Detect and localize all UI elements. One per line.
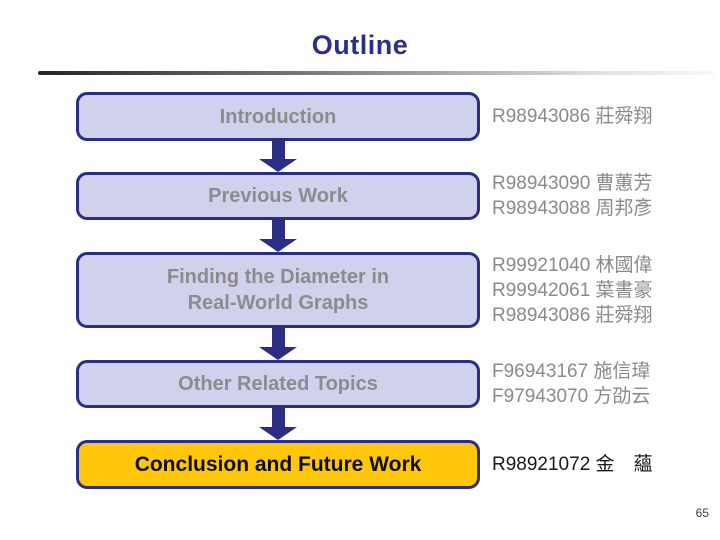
down-arrow-icon [259,220,297,252]
flow-box-introduction: Introduction [76,92,480,141]
member-id: R98943086 莊舜翔 [492,305,653,326]
arrow-stem [271,328,285,347]
arrow-stem [271,408,285,427]
member-ids-other-related-topics: F96943167 施信瑋 F97943070 方劭云 [492,359,650,409]
member-ids-conclusion: R98921072 金 蘊 [492,452,653,477]
member-id: F96943167 施信瑋 [492,361,651,382]
member-ids-previous-work: R98943090 曹蕙芳 R98943088 周邦彥 [492,171,653,221]
member-id: R99942061 葉書豪 [492,280,653,301]
flow-box-label: Introduction [219,105,337,128]
member-id: R98943090 曹蕙芳 [492,173,653,194]
member-ids-introduction: R98943086 莊舜翔 [492,104,653,129]
arrow-stem [271,220,285,239]
member-id: R98921072 金 蘊 [492,454,653,475]
flow-box-other-related-topics: Other Related Topics [76,360,480,408]
flow-box-label: Finding the Diameter in Real-World Graph… [166,266,390,314]
member-id: R98943088 周邦彥 [492,198,653,219]
flow-box-finding-diameter: Finding the Diameter in Real-World Graph… [76,252,480,328]
down-arrow-icon [259,408,297,440]
flow-box-label: Other Related Topics [178,373,378,395]
flow-box-conclusion: Conclusion and Future Work [76,440,480,489]
down-arrow-icon [259,141,297,172]
title-underline-rule [38,71,714,75]
member-ids-finding-diameter: R99921040 林國偉 R99942061 葉書豪 R98943086 莊舜… [492,253,653,328]
arrow-head [259,159,297,172]
arrow-head [259,427,297,440]
member-id: R98943086 莊舜翔 [492,106,653,127]
member-id: F97943070 方劭云 [492,386,651,407]
slide-title: Outline [311,30,409,60]
down-arrow-icon [259,328,297,360]
flow-box-label: Conclusion and Future Work [134,452,422,476]
arrow-head [259,239,297,252]
page-number: 65 [695,506,709,520]
flow-box-label: Previous Work [208,185,348,207]
arrow-head [259,347,297,360]
flow-box-previous-work: Previous Work [76,172,480,220]
arrow-stem [271,141,285,159]
member-id: R99921040 林國偉 [492,255,653,276]
